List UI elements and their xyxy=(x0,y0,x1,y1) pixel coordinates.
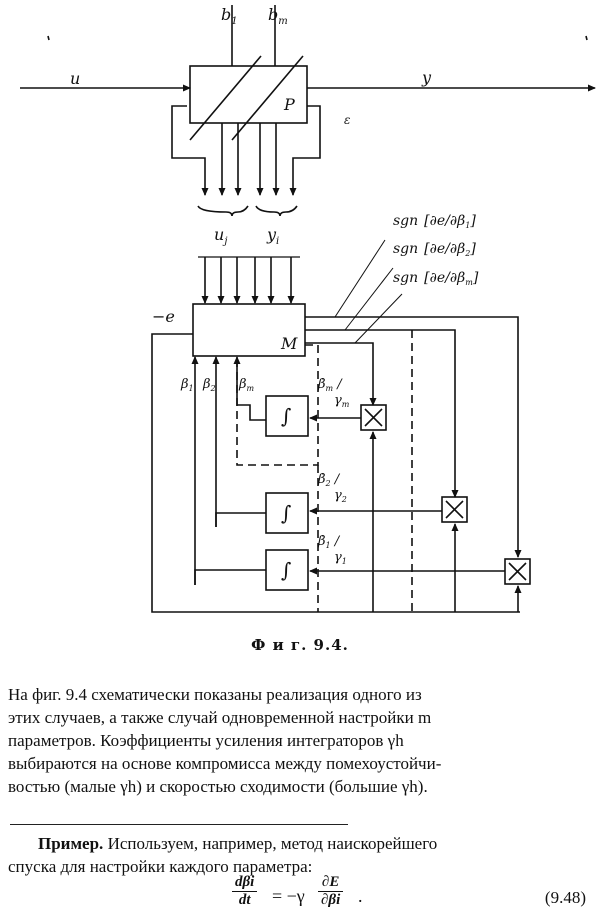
separator-rule xyxy=(10,824,348,825)
label-m: M xyxy=(280,334,298,353)
lhs-fraction: dβi dt xyxy=(232,874,258,909)
label-rate-2: β̇2 / xyxy=(317,472,341,488)
label-rate-m: β̇m / xyxy=(317,377,343,393)
label-betam: βm xyxy=(238,377,255,393)
label-small-mark: ɛ xyxy=(344,113,350,127)
integrator-m xyxy=(265,395,309,437)
label-neg-e: −e xyxy=(152,307,175,326)
label-gamma-2: γ2 xyxy=(334,488,347,504)
rhs-denominator: ∂βi xyxy=(321,892,341,908)
label-beta2: β2 xyxy=(202,377,216,393)
integral-sign-m: ∫ xyxy=(281,404,291,428)
label-uj: uj xyxy=(214,225,227,247)
equals-minus-gamma: = −γ xyxy=(272,886,305,906)
equation-period: . xyxy=(358,886,363,906)
para-line-1: На фиг. 9.4 схематически показаны реализ… xyxy=(8,685,422,704)
figure-caption: Ф и г. 9.4. xyxy=(251,636,349,654)
example-label: Пример. xyxy=(38,834,104,853)
label-sgn2: sgn[∂e/∂β2] xyxy=(393,241,476,258)
label-gamma-1: γ1 xyxy=(334,550,347,566)
para-line-3: параметров. Коэффициенты усиления интегр… xyxy=(8,731,404,750)
rhs-fraction: ∂E ∂βi xyxy=(318,874,344,909)
label-gamma-m: γm xyxy=(334,393,350,409)
label-p: P xyxy=(283,95,295,114)
label-beta1: β1 xyxy=(180,377,194,393)
example-line-1: Используем, например, метод наискорейшег… xyxy=(103,834,438,853)
equation-9-48: dβi dt = −γ ∂E ∂βi . (9.48) xyxy=(0,874,600,918)
label-y: y xyxy=(421,68,432,87)
integral-sign-1: ∫ xyxy=(281,558,291,582)
label-rate-1: β̇1 / xyxy=(317,534,341,550)
lhs-denominator: dt xyxy=(238,892,251,908)
multiplier-2 xyxy=(441,496,468,523)
label-bm: bm xyxy=(268,5,288,27)
label-yi: yi xyxy=(266,225,279,247)
label-u: u xyxy=(70,69,80,88)
example-paragraph: Пример. Используем, например, метод наис… xyxy=(8,832,592,878)
rhs-numerator: ∂E xyxy=(318,874,344,892)
label-sgnm: sgn[∂e/∂βm] xyxy=(393,270,479,287)
example-line-2: спуска для настройки каждого параметра: xyxy=(8,857,313,876)
lhs-numerator: dβi xyxy=(232,874,258,892)
integral-sign-2: ∫ xyxy=(281,501,291,525)
plant-block-p xyxy=(189,65,308,124)
para-line-4: выбираются на основе компромисса между п… xyxy=(8,754,442,773)
para-line-2: этих случаев, а также случай одновременн… xyxy=(8,708,432,727)
body-paragraph: На фиг. 9.4 схематически показаны реализ… xyxy=(8,683,592,798)
equation-number: (9.48) xyxy=(544,888,586,907)
label-b1: b1 xyxy=(221,5,238,27)
para-line-5: востью (малые γh) и скоростью сходимости… xyxy=(8,777,428,796)
block-diagram: u y P b1 bm ɛ uj yi M −e β1 β2 βm sgn[∂e… xyxy=(20,5,596,613)
label-sgn1: sgn[∂e/∂β1] xyxy=(393,213,476,230)
